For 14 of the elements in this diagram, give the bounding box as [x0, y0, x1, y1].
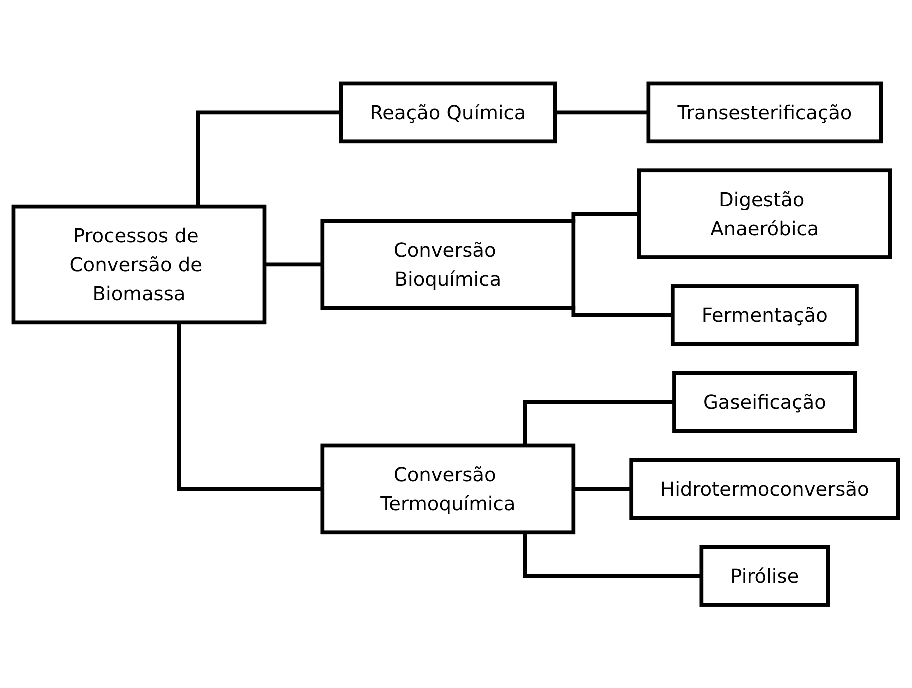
node-box: Pirólise [700, 544, 830, 607]
node-box: Conversão Termoquímica [320, 443, 576, 534]
node-box: Conversão Bioquímica [320, 218, 576, 310]
connector [523, 400, 674, 446]
node-box: Hidrotermoconversão [630, 458, 900, 520]
node-box: Gaseificação [672, 371, 858, 433]
connector [177, 322, 323, 491]
node-box: Transesterificação [646, 81, 884, 144]
node-box: Processos de Conversão de Biomassa [12, 204, 267, 324]
connector [196, 110, 342, 206]
node-box: Reação Química [339, 81, 558, 144]
node-box: Fermentação [670, 284, 859, 346]
node-box: Digestão Anaeróbica [638, 168, 892, 260]
connector [523, 532, 702, 578]
